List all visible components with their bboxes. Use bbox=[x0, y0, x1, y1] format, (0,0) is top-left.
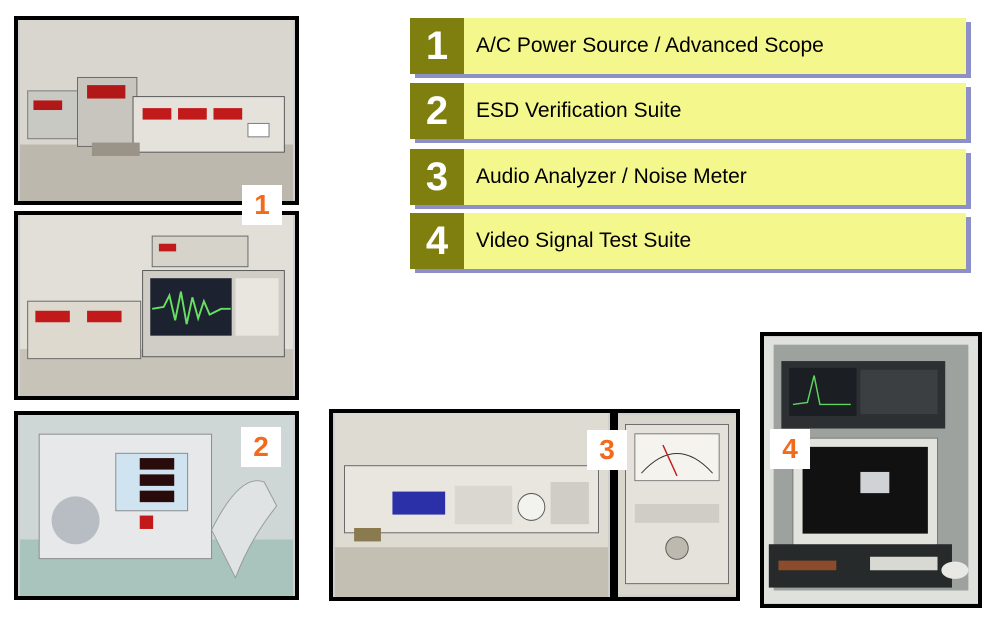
photo-noise-meter bbox=[614, 409, 740, 601]
video-suite-image bbox=[764, 336, 978, 604]
legend-label: A/C Power Source / Advanced Scope bbox=[464, 18, 966, 74]
audio-analyzer-image bbox=[334, 413, 609, 597]
power-source-equipment-image bbox=[20, 20, 293, 201]
legend-item-4: 4 Video Signal Test Suite bbox=[410, 213, 966, 269]
badge-1: 1 bbox=[242, 185, 282, 225]
badge-3: 3 bbox=[587, 430, 627, 470]
legend-label: Video Signal Test Suite bbox=[464, 213, 966, 269]
noise-meter-image bbox=[618, 415, 736, 595]
legend-label: ESD Verification Suite bbox=[464, 83, 966, 139]
badge-4: 4 bbox=[770, 429, 810, 469]
esd-equipment-image bbox=[20, 415, 293, 596]
legend-label: Audio Analyzer / Noise Meter bbox=[464, 149, 966, 205]
legend-number: 4 bbox=[410, 213, 464, 269]
photo-advanced-scope bbox=[14, 211, 299, 400]
photo-video-suite bbox=[760, 332, 982, 608]
scope-equipment-image bbox=[20, 215, 293, 396]
photo-audio-analyzer bbox=[329, 409, 614, 601]
legend-item-1: 1 A/C Power Source / Advanced Scope bbox=[410, 18, 966, 74]
badge-2: 2 bbox=[241, 427, 281, 467]
legend-item-2: 2 ESD Verification Suite bbox=[410, 83, 966, 139]
legend-number: 1 bbox=[410, 18, 464, 74]
legend-number: 2 bbox=[410, 83, 464, 139]
legend-number: 3 bbox=[410, 149, 464, 205]
legend-item-3: 3 Audio Analyzer / Noise Meter bbox=[410, 149, 966, 205]
photo-power-source bbox=[14, 16, 299, 205]
